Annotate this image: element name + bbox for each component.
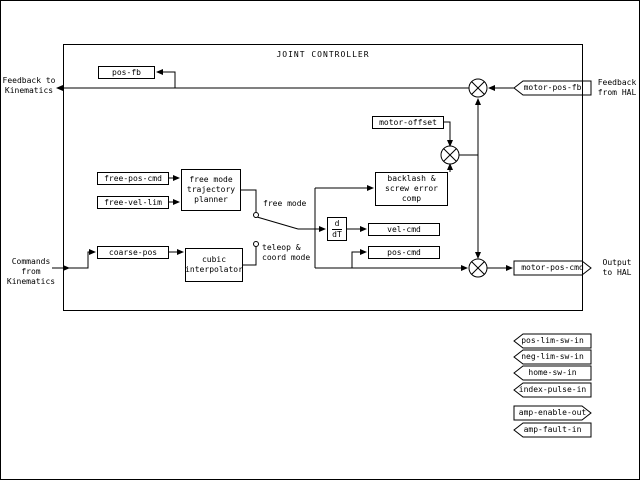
switch-contact-coord-mode <box>253 241 259 247</box>
arrow-up-mid-sum <box>447 163 453 170</box>
index-pulse-in-tag-shape <box>513 382 592 398</box>
derivative-box: d dT <box>327 217 347 241</box>
arrow-up-top-sum <box>475 98 481 105</box>
teleop-coord-mode-label: teleop & coord mode <box>262 243 311 262</box>
derivative-denominator: dT <box>332 229 342 239</box>
arrow-into-planner-pos <box>173 175 180 181</box>
trajectory-planner-box: free mode trajectory planner <box>181 169 241 211</box>
free-vel-lim-box: free-vel-lim <box>97 196 169 209</box>
joint-controller-box <box>63 44 583 311</box>
output-to-hal-label: Output to HAL <box>602 258 632 277</box>
arrow-into-coarse-pos <box>89 249 96 255</box>
arrow-commands-in <box>63 265 70 271</box>
amp-enable-out-tag: amp-enable-out <box>518 408 587 417</box>
arrow-into-pos-cmd <box>360 249 367 255</box>
coarse-pos-box: coarse-pos <box>97 246 169 259</box>
motor-pos-fb-tag-shape <box>513 80 592 96</box>
arrow-into-vel-cmd <box>360 226 367 232</box>
pos-fb-box: pos-fb <box>98 66 155 79</box>
motor-offset-wire <box>444 121 451 141</box>
commands-from-kinematics-label: Commands from Kinematics <box>6 257 56 286</box>
mid-sum-cross <box>443 148 457 162</box>
feedback-to-kinematics-label: Feedback to Kinematics <box>2 76 56 95</box>
neg-lim-sw-in-tag-shape <box>513 349 592 365</box>
cubic-interpolator-box: cubic interpolator <box>185 248 243 282</box>
motor-pos-cmd-tag-shape <box>513 260 592 276</box>
arrow-feedback-left <box>56 85 63 91</box>
arrow-into-top-sum <box>488 85 495 91</box>
amp-fault-in-tag-shape <box>513 422 592 438</box>
arrow-down-bottom-sum <box>475 252 481 259</box>
bottom-sum-cross <box>471 261 485 275</box>
backlash-comp-box: backlash & screw error comp <box>375 172 448 206</box>
planner-out-wire <box>241 189 257 212</box>
arrow-into-ddt <box>319 226 326 232</box>
mode-switch-arm <box>256 216 299 230</box>
arrow-into-backlash <box>367 185 374 191</box>
arrow-into-bottom-sum <box>461 265 468 271</box>
amp-enable-out-tag-shape <box>513 405 592 421</box>
arrow-into-cubic <box>177 249 184 255</box>
pos-cmd-box: pos-cmd <box>368 246 440 259</box>
motor-pos-cmd-tag: motor-pos-cmd <box>521 263 584 272</box>
free-mode-label: free mode <box>263 199 307 208</box>
cubic-out-wire <box>243 247 257 266</box>
amp-fault-in-tag: amp-fault-in <box>523 425 582 434</box>
free-pos-cmd-box: free-pos-cmd <box>97 172 169 185</box>
feedback-from-hal-label: Feedback from HAL <box>597 78 637 97</box>
motor-offset-box: motor-offset <box>372 116 444 129</box>
arrow-into-pos-fb <box>156 69 163 75</box>
home-sw-in-tag-shape <box>513 365 592 381</box>
motor-pos-fb-tag: motor-pos-fb <box>523 83 582 92</box>
arrow-into-motor-pos-cmd <box>506 265 513 271</box>
derivative-numerator: d <box>331 219 343 230</box>
neg-lim-sw-in-tag: neg-lim-sw-in <box>521 352 584 361</box>
pos-lim-sw-in-tag: pos-lim-sw-in <box>521 336 584 345</box>
arrow-down-mid-sum <box>447 140 453 147</box>
pos-lim-sw-in-tag-shape <box>513 333 592 349</box>
arrow-into-planner-vel <box>173 199 180 205</box>
diagram-title: JOINT CONTROLLER <box>276 50 370 59</box>
switch-contact-free-mode <box>253 212 259 218</box>
index-pulse-in-tag: index-pulse-in <box>518 385 587 394</box>
home-sw-in-tag: home-sw-in <box>528 368 577 377</box>
top-sum-cross <box>471 81 485 95</box>
vel-cmd-box: vel-cmd <box>368 223 440 236</box>
